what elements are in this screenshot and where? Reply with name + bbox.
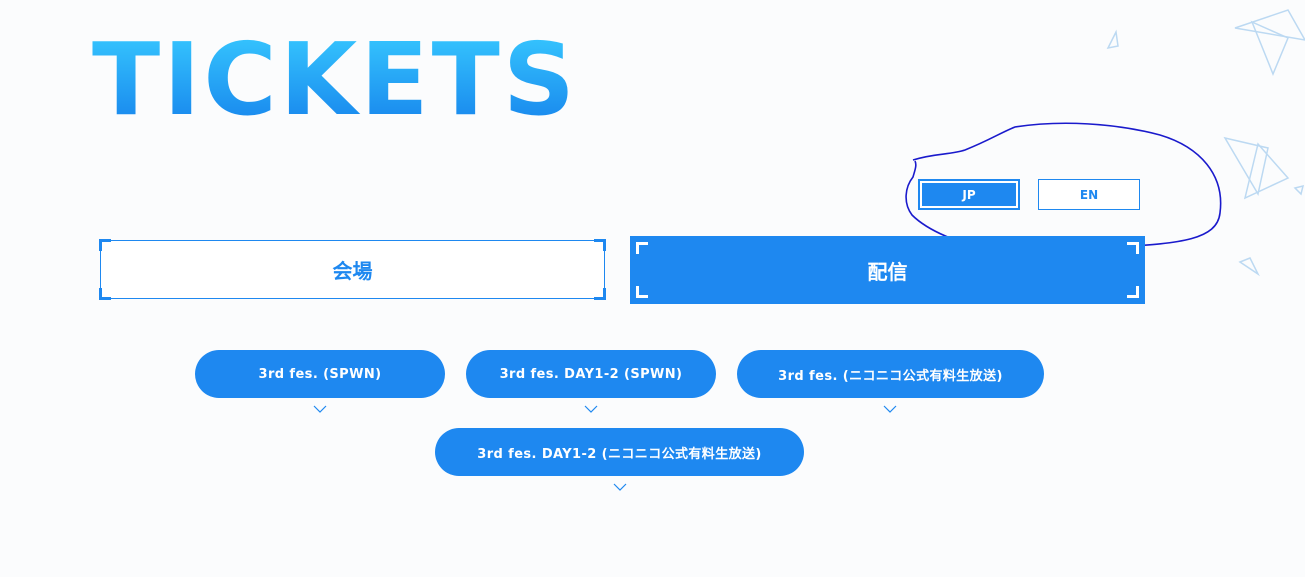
- corner-mark: [594, 239, 606, 251]
- ticket-button-niconico-day1-2[interactable]: 3rd fes. DAY1-2 (ニコニコ公式有料生放送): [435, 428, 804, 476]
- page-title: TICKETS: [92, 21, 578, 138]
- language-en-button[interactable]: EN: [1038, 179, 1140, 210]
- chevron-down-icon[interactable]: [613, 483, 627, 491]
- chevron-down-icon[interactable]: [584, 405, 598, 413]
- corner-mark: [594, 288, 606, 300]
- tab-venue-label: 会場: [332, 259, 373, 283]
- corner-mark: [1127, 286, 1139, 298]
- language-en-label: EN: [1079, 187, 1099, 202]
- chevron-down-icon[interactable]: [883, 405, 897, 413]
- ticket-button-spwn-day1-2[interactable]: 3rd fes. DAY1-2 (SPWN): [466, 350, 716, 398]
- corner-mark: [1127, 242, 1139, 254]
- triangle-decor-icon: [1106, 9, 1305, 277]
- tab-streaming[interactable]: 配信: [630, 236, 1145, 304]
- corner-mark: [99, 288, 111, 300]
- corner-mark: [99, 239, 111, 251]
- tab-streaming-label: 配信: [867, 259, 908, 284]
- ticket-label: 3rd fes. (SPWN): [258, 366, 382, 382]
- ticket-button-spwn[interactable]: 3rd fes. (SPWN): [195, 350, 445, 398]
- corner-mark: [636, 286, 648, 298]
- tab-venue[interactable]: 会場: [99, 239, 606, 300]
- ticket-label: 3rd fes. (ニコニコ公式有料生放送): [778, 368, 1003, 384]
- corner-mark: [636, 242, 648, 254]
- language-jp-label: JP: [962, 187, 976, 202]
- ticket-button-niconico[interactable]: 3rd fes. (ニコニコ公式有料生放送): [737, 350, 1044, 398]
- chevron-down-icon[interactable]: [313, 405, 327, 413]
- ticket-label: 3rd fes. DAY1-2 (SPWN): [499, 366, 683, 382]
- ticket-label: 3rd fes. DAY1-2 (ニコニコ公式有料生放送): [477, 446, 762, 462]
- language-jp-button[interactable]: JP: [918, 179, 1020, 210]
